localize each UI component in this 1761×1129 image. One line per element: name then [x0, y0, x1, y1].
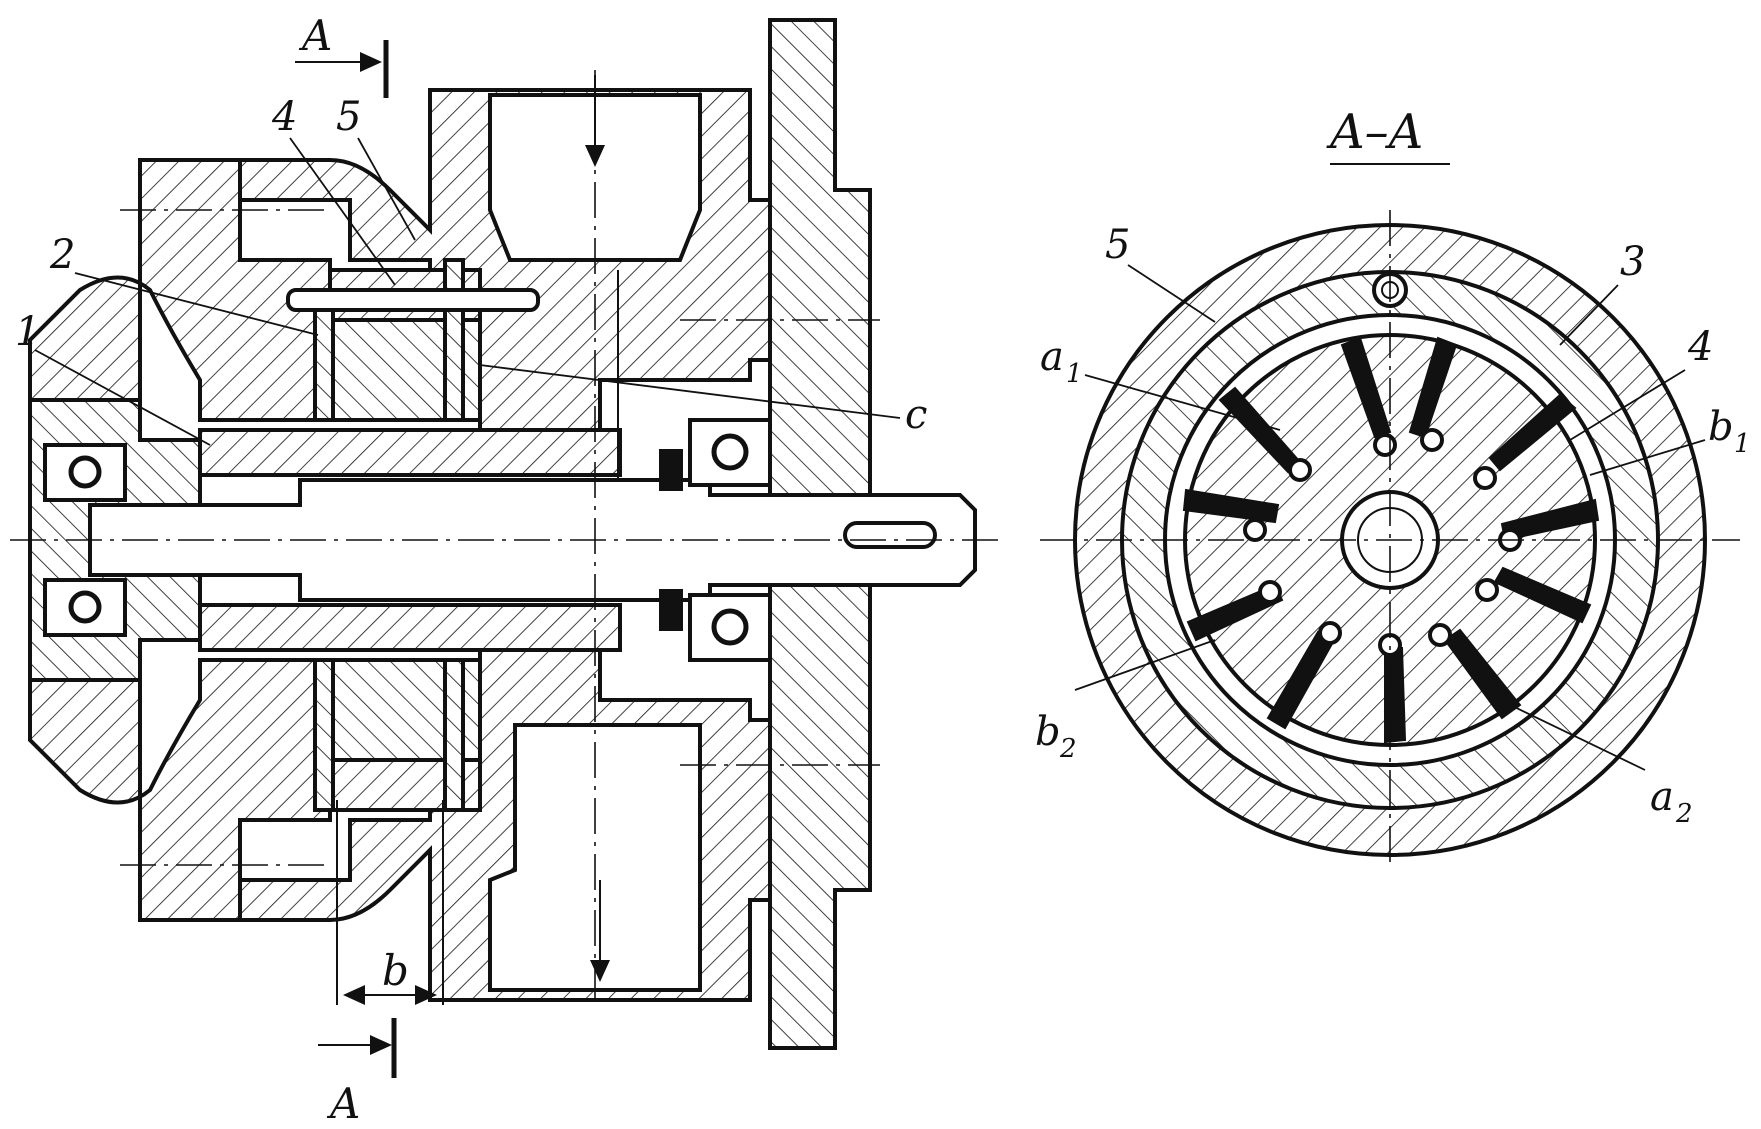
section-title: A–A: [1326, 104, 1423, 160]
vane: [1488, 393, 1577, 472]
vane: [1384, 647, 1407, 744]
part-1-label: 1: [15, 309, 40, 355]
hole: [1475, 578, 1499, 602]
hole: [1258, 580, 1282, 604]
left-bearing-upper: [43, 443, 127, 502]
longitudinal-section: A A b 1 2 4 5 c: [10, 11, 1000, 1128]
part-5-left-label: 5: [336, 94, 361, 140]
leader-part-5-left: [357, 137, 416, 241]
part-5-right-label: 5: [1105, 222, 1130, 268]
dimension-b-label: b: [382, 946, 409, 995]
leader-part-2: [74, 272, 319, 336]
side-plate-right-upper: [443, 258, 465, 422]
port-a1-label: a: [1040, 334, 1064, 380]
dowel-pin: [286, 288, 540, 312]
cross-section-a-a: A–A: [1035, 104, 1751, 870]
front-cover: [28, 158, 332, 422]
section-marker-bottom-label: A: [326, 1079, 360, 1128]
shaft-seal-upper: [659, 449, 683, 491]
port-a2-sub: 2: [1675, 799, 1693, 829]
hole: [1373, 433, 1397, 457]
port-a2-label: a: [1650, 774, 1674, 820]
bearing-ball: [68, 590, 102, 624]
leader-part-5-right: [1127, 264, 1216, 323]
port-a1-sub: 1: [1066, 359, 1083, 389]
shaft-sleeve-upper: [198, 428, 622, 477]
hole: [1318, 621, 1342, 645]
part-3-right-label: 3: [1620, 239, 1645, 285]
bearing-ball: [711, 608, 749, 646]
leader-part-4-right: [1569, 369, 1686, 441]
leader-part-4-left: [289, 137, 396, 286]
leader-part-3-right: [1559, 284, 1619, 346]
shaft-sleeve-lower: [198, 603, 622, 652]
leader-port-b1: [1589, 439, 1706, 476]
hole: [1428, 623, 1452, 647]
hole: [1288, 458, 1312, 482]
part-2-label: 2: [49, 232, 75, 278]
port-b2-label: b: [1035, 709, 1061, 755]
leader-channel-c: [479, 364, 901, 419]
vane: [1182, 488, 1280, 524]
front-cover-lower: [28, 658, 332, 922]
shaft-seal-lower: [659, 589, 683, 631]
port-b1-sub: 1: [1734, 429, 1751, 459]
vane: [1340, 336, 1392, 439]
part-4-right-label: 4: [1687, 324, 1713, 370]
suction-port: [488, 93, 702, 262]
leader-part-1: [34, 349, 211, 446]
vane: [1266, 630, 1335, 730]
hole: [1420, 428, 1444, 452]
right-bearing-lower: [688, 593, 772, 662]
right-bearing-upper: [688, 418, 772, 487]
port-b2-sub: 2: [1059, 734, 1077, 764]
leader-port-a2: [1499, 699, 1646, 771]
channel-c-label: c: [905, 392, 927, 438]
leader-port-a1: [1084, 374, 1281, 431]
shaft-key: [843, 521, 937, 549]
part-4-left-label: 4: [271, 94, 297, 140]
side-plate-left-upper: [313, 308, 335, 422]
side-plate-right-lower: [443, 658, 465, 812]
bearing-ball: [68, 455, 102, 489]
side-plate-left-lower: [313, 658, 335, 812]
leader-port-b2: [1074, 639, 1216, 691]
bearing-ball: [711, 433, 749, 471]
section-marker-top-label: A: [298, 11, 332, 60]
vane-holes: [1243, 428, 1522, 657]
hole: [1243, 518, 1267, 542]
port-b1-label: b: [1708, 404, 1734, 450]
hole: [1473, 466, 1497, 490]
left-bearing-lower: [43, 578, 127, 637]
